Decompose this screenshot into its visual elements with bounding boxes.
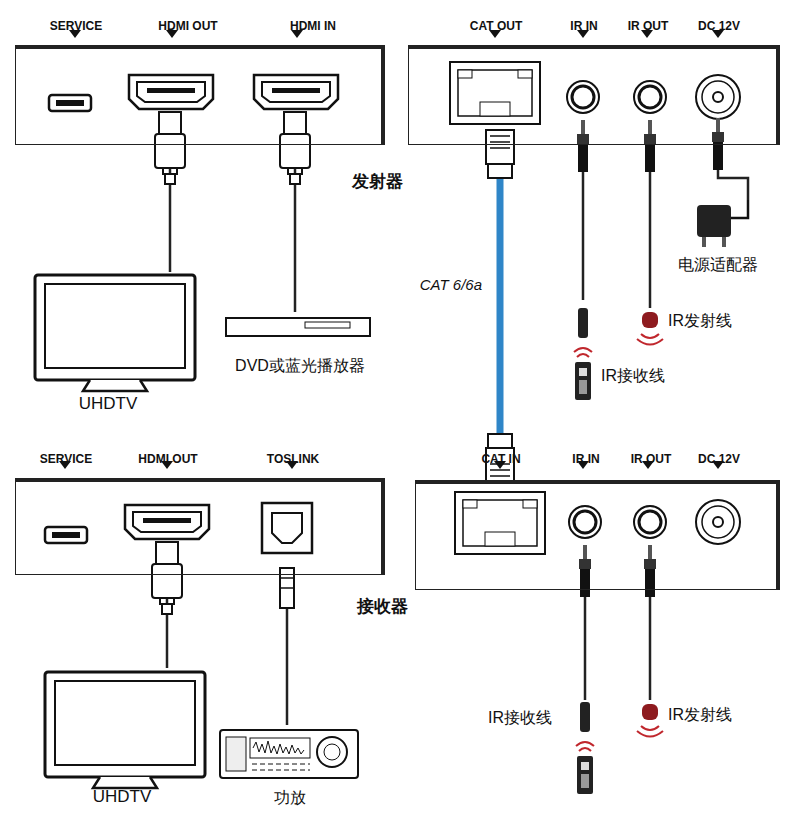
devices [35, 275, 195, 391]
device: IR发射线 [638, 308, 763, 348]
transmitter-ports [49, 62, 740, 482]
devices [731, 200, 748, 218]
transmitter-ports [486, 130, 514, 178]
port-name: IR IN [572, 452, 599, 466]
device: 功放 [215, 725, 365, 812]
port-name: DC 12V [698, 19, 740, 33]
devices [226, 318, 370, 336]
devices [574, 308, 592, 400]
port-name: CAT IN [481, 452, 520, 466]
devices [324, 744, 340, 760]
device-label: UHDTV [93, 787, 152, 807]
receiver-ports [125, 505, 209, 539]
port-name: DC 12V [698, 452, 740, 466]
receiver-ports [262, 503, 312, 553]
devices [722, 237, 726, 247]
device: DVD或蓝光播放器 [215, 312, 385, 379]
port-name: CAT OUT [470, 19, 522, 33]
transmitter-ports [254, 75, 338, 109]
device-panel: CAT OUTIR INIR OUTDC 12V [408, 45, 780, 145]
device-label: DVD或蓝光播放器 [235, 356, 365, 377]
transmitter-ports [155, 112, 185, 184]
device: UHDTV [30, 272, 200, 420]
transmitter-ports [634, 81, 666, 113]
section-label: 接收器 [357, 595, 408, 618]
port-name: SERVICE [50, 19, 102, 33]
devices [317, 737, 347, 767]
device-label: UHDTV [79, 394, 138, 414]
device-label: IR接收线 [488, 708, 552, 729]
receiver-ports [634, 506, 666, 538]
transmitter-ports [450, 62, 540, 124]
device-panel: SERVICEHDMI OUTHDMI IN [15, 45, 385, 145]
devices [250, 738, 310, 758]
cable [497, 145, 504, 480]
cable [584, 590, 587, 700]
receiver-ports [280, 568, 294, 608]
device-label: 功放 [274, 788, 306, 809]
device-label: 电源适配器 [678, 255, 758, 276]
devices [45, 672, 205, 788]
devices [637, 704, 663, 737]
port-name: IR OUT [628, 19, 669, 33]
devices [35, 200, 748, 794]
receiver-ports [569, 506, 601, 538]
transmitter-ports [644, 120, 656, 172]
transmitter-ports [129, 75, 213, 109]
section-label: 发射器 [352, 170, 403, 193]
port-name: HDMI OUT [138, 452, 197, 466]
port-name: HDMI OUT [158, 19, 217, 33]
transmitter-ports [577, 120, 589, 172]
devices [220, 730, 358, 778]
device: 电源适配器 [670, 200, 770, 280]
port-name: IR IN [570, 19, 597, 33]
receiver-ports [455, 492, 545, 554]
port-arrows [59, 30, 724, 469]
port-name: HDMI IN [290, 19, 336, 33]
devices [305, 322, 350, 328]
devices [576, 702, 594, 794]
port-name: SERVICE [40, 452, 92, 466]
devices [226, 737, 246, 771]
devices [697, 205, 731, 237]
devices [253, 741, 304, 754]
transmitter-ports [696, 75, 740, 119]
cable-label: CAT 6/6a [418, 276, 484, 293]
receiver-ports [272, 513, 302, 543]
device: IR接收线 [488, 700, 610, 795]
devices [637, 312, 663, 345]
cable [294, 145, 297, 312]
port-name: IR OUT [631, 452, 672, 466]
device-panel: CAT INIR INIR OUTDC 12V [415, 480, 780, 590]
device-panel: SERVICEHDMI OUTTOSLINK [15, 478, 385, 575]
cable [649, 590, 652, 700]
device-label: IR接收线 [601, 366, 665, 387]
transmitter-ports [49, 95, 91, 111]
transmitter-ports [712, 118, 724, 170]
transmitter-ports [567, 81, 599, 113]
devices [702, 237, 706, 247]
port-name: TOSLINK [267, 452, 319, 466]
receiver-ports [152, 542, 182, 614]
devices [252, 764, 310, 770]
device: UHDTV [35, 668, 215, 814]
transmitter-ports [280, 112, 310, 184]
receiver-ports [280, 578, 294, 588]
device-label: IR发射线 [668, 705, 732, 726]
receiver-ports [45, 527, 87, 543]
device: IR发射线 [640, 700, 765, 740]
receiver-ports [696, 500, 740, 544]
receiver-ports [45, 492, 740, 614]
device-label: IR发射线 [668, 311, 732, 332]
